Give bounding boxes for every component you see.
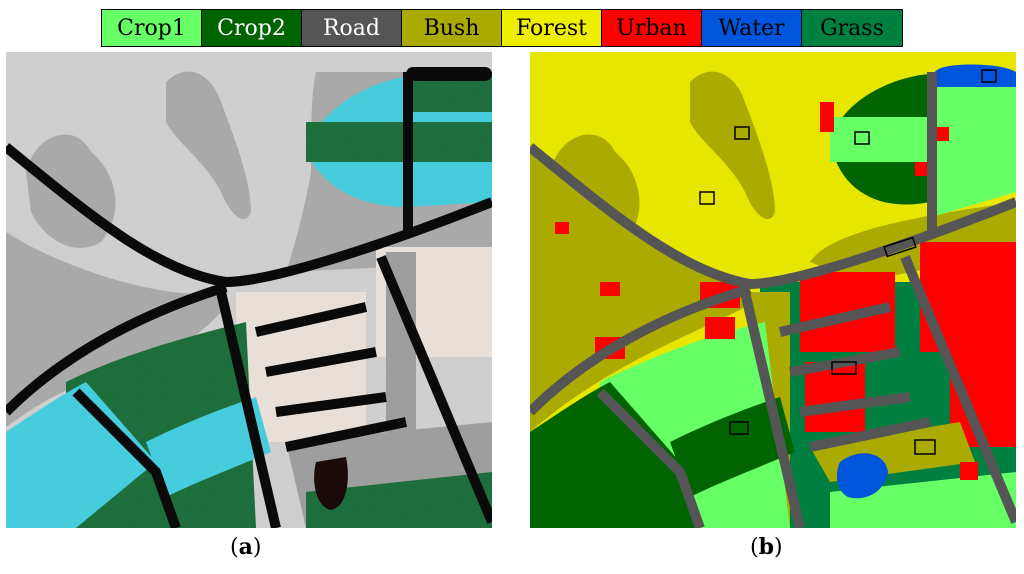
b-crop2-mid [670,397,795,497]
legend-item-road: Road [302,10,402,46]
a-road-street [284,417,408,452]
legend-item-crop1: Crop1 [102,10,202,46]
b-crop2-bottom [530,382,700,528]
b-bush-blob-top [690,71,775,220]
b-water-bottom [836,453,888,499]
b-urban-patch [960,462,978,480]
b-sample-box [883,236,917,258]
b-road-diag [530,284,752,416]
b-crop1-bottom-right [830,472,1016,528]
b-sample-box [729,421,749,435]
caption-a: (a) [230,534,262,560]
b-road-cross [596,388,705,528]
b-sample-boxes [699,69,997,455]
b-urban-patch [600,282,620,296]
legend-item-water: Water [702,10,802,46]
a-road-vert [216,290,281,528]
caption-b: (b) [750,534,783,560]
a-green-band [306,122,492,162]
caption-b-letter: b [758,534,774,560]
legend-item-bush: Bush [402,10,502,46]
legend-label: Crop1 [117,15,186,41]
a-bush-blob-top [166,71,251,220]
a-road-street [254,302,368,337]
b-roads [530,72,1016,528]
a-water-bottom [6,382,156,528]
b-sample-box [734,126,750,140]
b-crop1-right [932,77,1016,217]
a-road-diag [6,282,228,416]
legend-label: Grass [820,15,884,41]
legend-item-grass: Grass [802,10,902,46]
panel-b-class-map [530,52,1016,528]
b-road-vert [740,290,805,528]
a-road-cross [72,388,181,528]
caption-a-letter: a [238,534,253,560]
b-crop1-band [830,117,930,162]
legend-label: Water [718,15,785,41]
b-urban-patch [820,102,834,132]
b-road-main [530,143,1016,290]
a-road-street [265,347,377,377]
b-sample-box [981,69,997,83]
b-sample-box [699,191,715,205]
b-road-vert2 [900,255,1016,524]
a-water-mid [146,397,271,497]
a-road-street [275,392,387,417]
legend-item-urban: Urban [602,10,702,46]
legend-label: Road [322,15,380,41]
a-road-top-cap [406,67,492,81]
b-urban-patch [915,162,927,176]
b-sample-box [854,131,870,145]
legend-item-crop2: Crop2 [202,10,302,46]
b-sample-box [914,439,936,455]
b-urban-patch [705,317,735,339]
a-road-vert2 [376,255,492,524]
b-water-top [935,64,1016,87]
panel-a-noisy-image [6,52,492,528]
a-road-main [6,143,492,288]
b-road-street [799,392,911,417]
a-crop2-right [306,472,492,528]
legend-label: Crop2 [217,15,286,41]
a-dark-blob [314,457,348,510]
legend-label: Forest [516,15,587,41]
legend-item-forest: Forest [502,10,602,46]
b-urban-patch [935,127,949,141]
b-urban-patch [555,222,569,234]
b-road-street [778,302,892,337]
b-sample-box [831,361,857,375]
b-road-street [808,417,932,452]
legend-label: Urban [616,15,687,41]
a-roads [6,72,492,528]
class-legend: Crop1 Crop2 Road Bush Forest Urban Water… [101,9,903,47]
legend-label: Bush [423,15,480,41]
